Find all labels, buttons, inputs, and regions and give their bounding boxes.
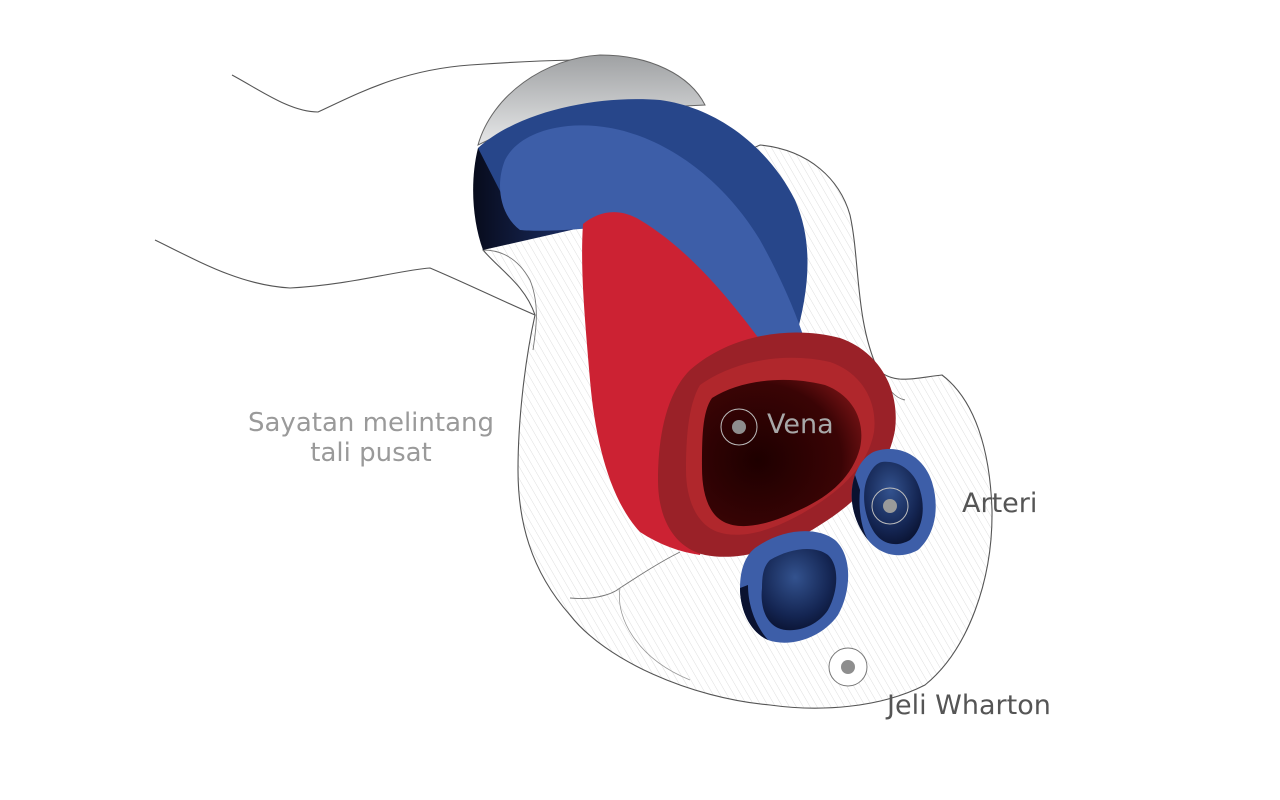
artery-lower-shadow <box>740 585 768 640</box>
cross-section-label-line1: Sayatan melintang <box>248 408 494 438</box>
cord-sheath <box>477 54 706 146</box>
cross-section-label-line2: tali pusat <box>310 438 432 468</box>
artery-lower-inner <box>761 548 837 631</box>
wharton-jelly-label: Jeli Wharton <box>887 690 1051 721</box>
wharton-marker <box>828 647 868 687</box>
artery-right-shadow <box>851 475 868 540</box>
cross-section-fold-line-2 <box>618 587 691 681</box>
artery-marker <box>871 487 909 525</box>
vein-label: Vena <box>767 409 834 440</box>
cross-section-fold-line <box>569 551 681 599</box>
cord-outline-lower <box>154 239 536 316</box>
vein-marker <box>720 408 758 446</box>
cross-section-label: Sayatan melintang tali pusat <box>240 408 502 468</box>
artery-label: Arteri <box>962 488 1038 519</box>
cross-section-inner-outline <box>482 249 537 351</box>
vein-lumen <box>702 379 862 527</box>
